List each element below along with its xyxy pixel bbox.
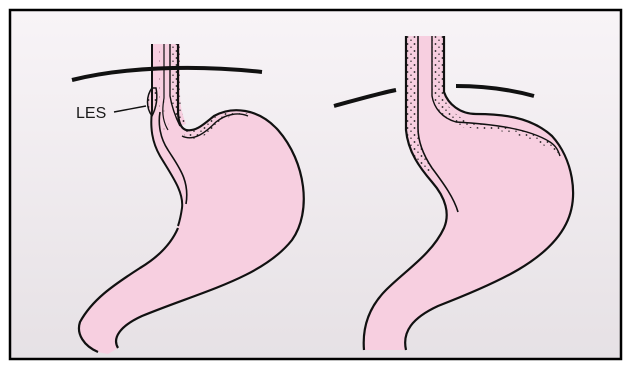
les-label: LES <box>76 105 106 122</box>
